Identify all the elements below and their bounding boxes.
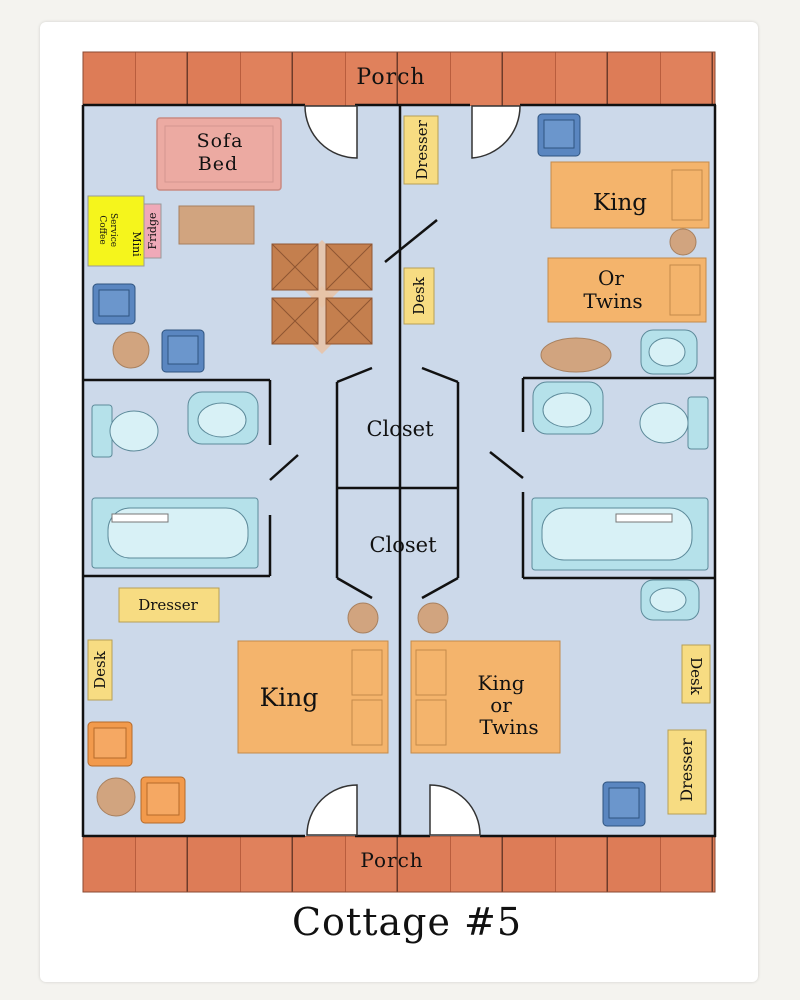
dresser-top-right: Dresser	[403, 115, 439, 185]
dresser-bottom-left-label: Dresser	[138, 596, 198, 614]
side-table-left-top	[112, 331, 150, 369]
sofa-bed-label-1: Sofa	[197, 130, 244, 152]
bed-king-bottom-left-label: King	[260, 683, 319, 712]
coffee-label-1: Coffee	[97, 215, 107, 244]
nightstand-top-right	[669, 228, 697, 256]
desk-top-right: Desk	[403, 267, 435, 325]
desk-top-right-label: Desk	[410, 276, 428, 315]
dresser-bottom-right: Dresser	[667, 729, 707, 815]
armchair-top-right	[537, 113, 581, 157]
bed-king-bottom-left: King	[237, 640, 389, 754]
nightstand-bottom-right	[417, 602, 449, 634]
bed-twins-bottom-label-2: or	[490, 693, 512, 717]
desk-bottom-right: Desk	[681, 644, 711, 704]
bed-twins-label-1: Or	[598, 266, 624, 290]
mini-label: Mini	[130, 231, 143, 257]
sofa-bed: Sofa Bed	[156, 117, 282, 191]
rug-top-right	[540, 337, 612, 373]
porch-bottom-label: Porch	[360, 848, 423, 872]
bed-twins-top-right: Or Twins	[547, 257, 707, 323]
coffee-label-2: Service	[108, 213, 118, 247]
sink-left	[187, 391, 259, 445]
closet-bottom-label: Closet	[369, 533, 437, 557]
sink-bottom-right	[640, 579, 700, 621]
armchairs-bottom-left	[87, 721, 186, 824]
dining-chairs	[271, 243, 373, 345]
door-bottom-left	[306, 784, 358, 836]
bed-twins-bottom-label-3: Twins	[479, 715, 538, 739]
coffee-table	[178, 205, 255, 245]
bathtub-right	[531, 497, 709, 571]
bed-twins-bottom-right: King or Twins	[410, 640, 561, 754]
walls	[81, 103, 717, 838]
desk-bottom-left-label: Desk	[91, 650, 109, 689]
dresser-bottom-right-label: Dresser	[677, 738, 696, 802]
toilet-left	[91, 404, 159, 458]
sink-top-right	[640, 329, 698, 375]
mini-fridge: Fridge	[143, 203, 162, 259]
armchair-bottom-right	[602, 781, 646, 827]
armchairs-left-top	[92, 283, 205, 373]
side-table-bottom-left	[96, 777, 136, 817]
coffee-service: Coffee Service Mini	[87, 195, 145, 267]
desk-bottom-right-label: Desk	[687, 657, 705, 696]
cottage-title: Cottage #5	[292, 900, 522, 944]
dresser-top-right-label: Dresser	[413, 119, 431, 179]
sofa-bed-label-2: Bed	[198, 153, 238, 175]
porch-top	[82, 51, 716, 107]
bed-twins-label-2: Twins	[583, 289, 642, 313]
closet-top-label: Closet	[366, 417, 434, 441]
bed-king-top-right: King	[550, 161, 710, 229]
desk-bottom-left: Desk	[87, 639, 113, 701]
doors	[304, 105, 521, 836]
toilet-right	[639, 396, 709, 450]
porch-top-label: Porch	[356, 65, 425, 90]
bed-king-top-right-label: King	[593, 190, 647, 216]
door-top-left	[304, 105, 358, 159]
door-bottom-right	[429, 784, 481, 836]
fridge-label: Fridge	[146, 212, 159, 249]
bathtub-left	[91, 497, 259, 569]
bed-twins-bottom-label-1: King	[477, 671, 524, 695]
nightstand-bottom-left	[347, 602, 379, 634]
door-top-right	[471, 105, 521, 159]
sink-right	[532, 381, 604, 435]
dresser-bottom-left: Dresser	[118, 587, 220, 623]
